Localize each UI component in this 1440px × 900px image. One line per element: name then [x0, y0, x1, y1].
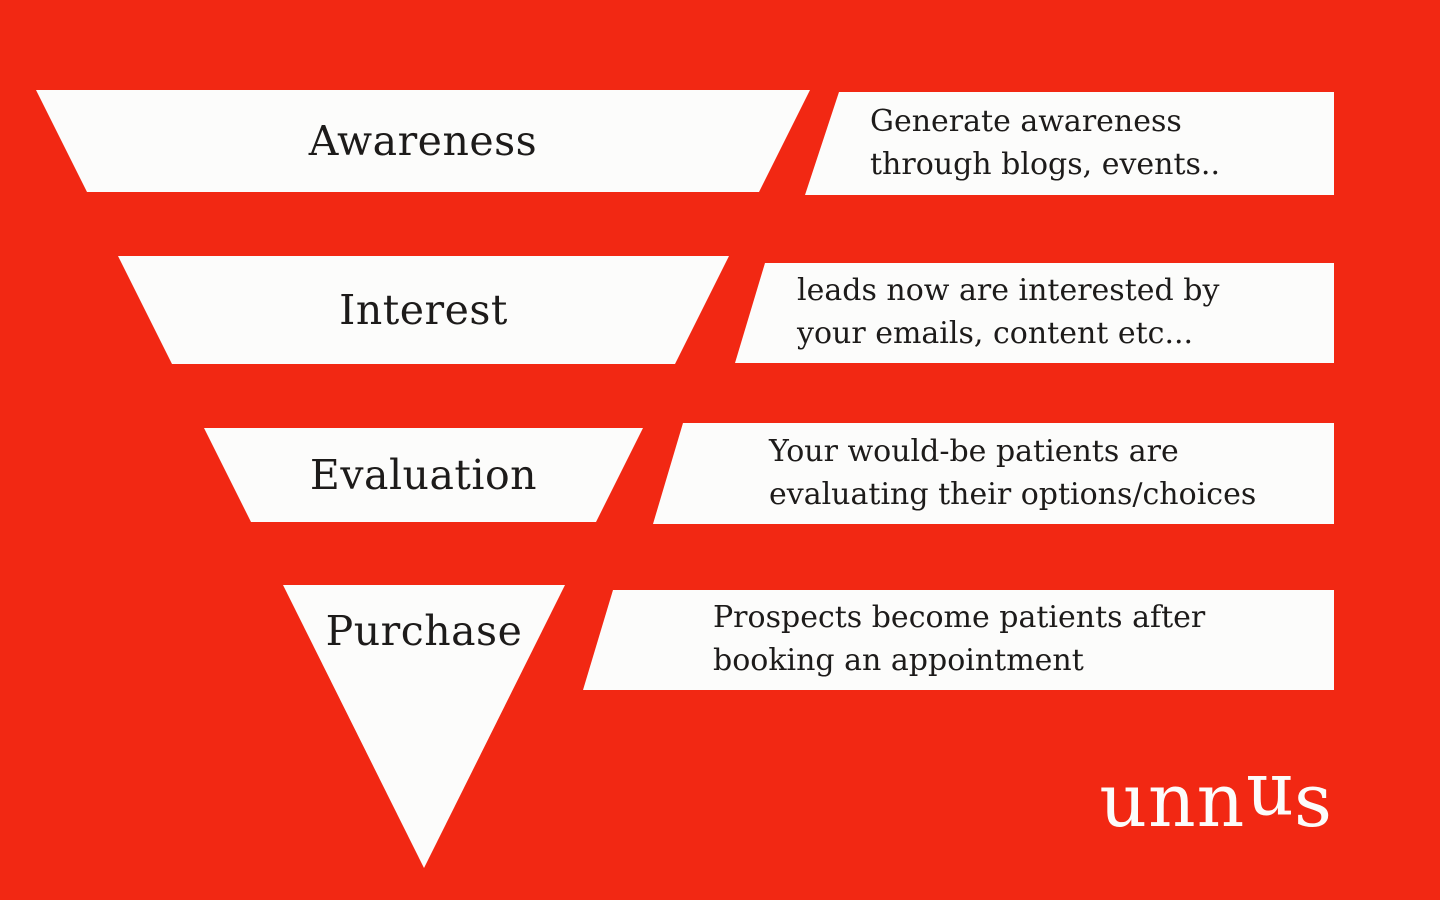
- description-line: your emails, content etc...: [797, 316, 1194, 351]
- description-box-evaluation: Your would-be patients are evaluating th…: [653, 423, 1334, 524]
- brand-logo: unnns: [1099, 758, 1333, 844]
- description-line: evaluating their options/choices: [769, 476, 1257, 512]
- funnel-stage-interest: Interest: [118, 256, 729, 364]
- stage-label-purchase: Purchase: [325, 607, 523, 655]
- description-line: through blogs, events..: [870, 146, 1220, 182]
- description-line: leads now are interested by: [797, 273, 1220, 309]
- stage-label-evaluation: Evaluation: [309, 451, 538, 499]
- logo-flipped-n-glyph: n: [1245, 758, 1295, 844]
- description-line: booking an appointment: [713, 643, 1084, 678]
- description-box-interest: leads now are interested by your emails,…: [735, 263, 1334, 363]
- description-line: Your would-be patients are: [769, 433, 1179, 469]
- stage-label-interest: Interest: [339, 286, 508, 334]
- funnel-stage-evaluation: Evaluation: [204, 428, 643, 522]
- description-line: Generate awareness: [870, 103, 1182, 139]
- logo-text-end: s: [1294, 758, 1333, 844]
- description-line: Prospects become patients after: [713, 600, 1206, 636]
- logo-text-start: unn: [1099, 758, 1246, 844]
- funnel-stage-awareness: Awareness: [36, 90, 810, 192]
- stage-label-awareness: Awareness: [308, 117, 538, 165]
- funnel-stage-purchase: Purchase: [283, 585, 565, 868]
- description-box-awareness: Generate awareness through blogs, events…: [805, 92, 1334, 195]
- description-box-purchase: Prospects become patients after booking …: [583, 590, 1334, 690]
